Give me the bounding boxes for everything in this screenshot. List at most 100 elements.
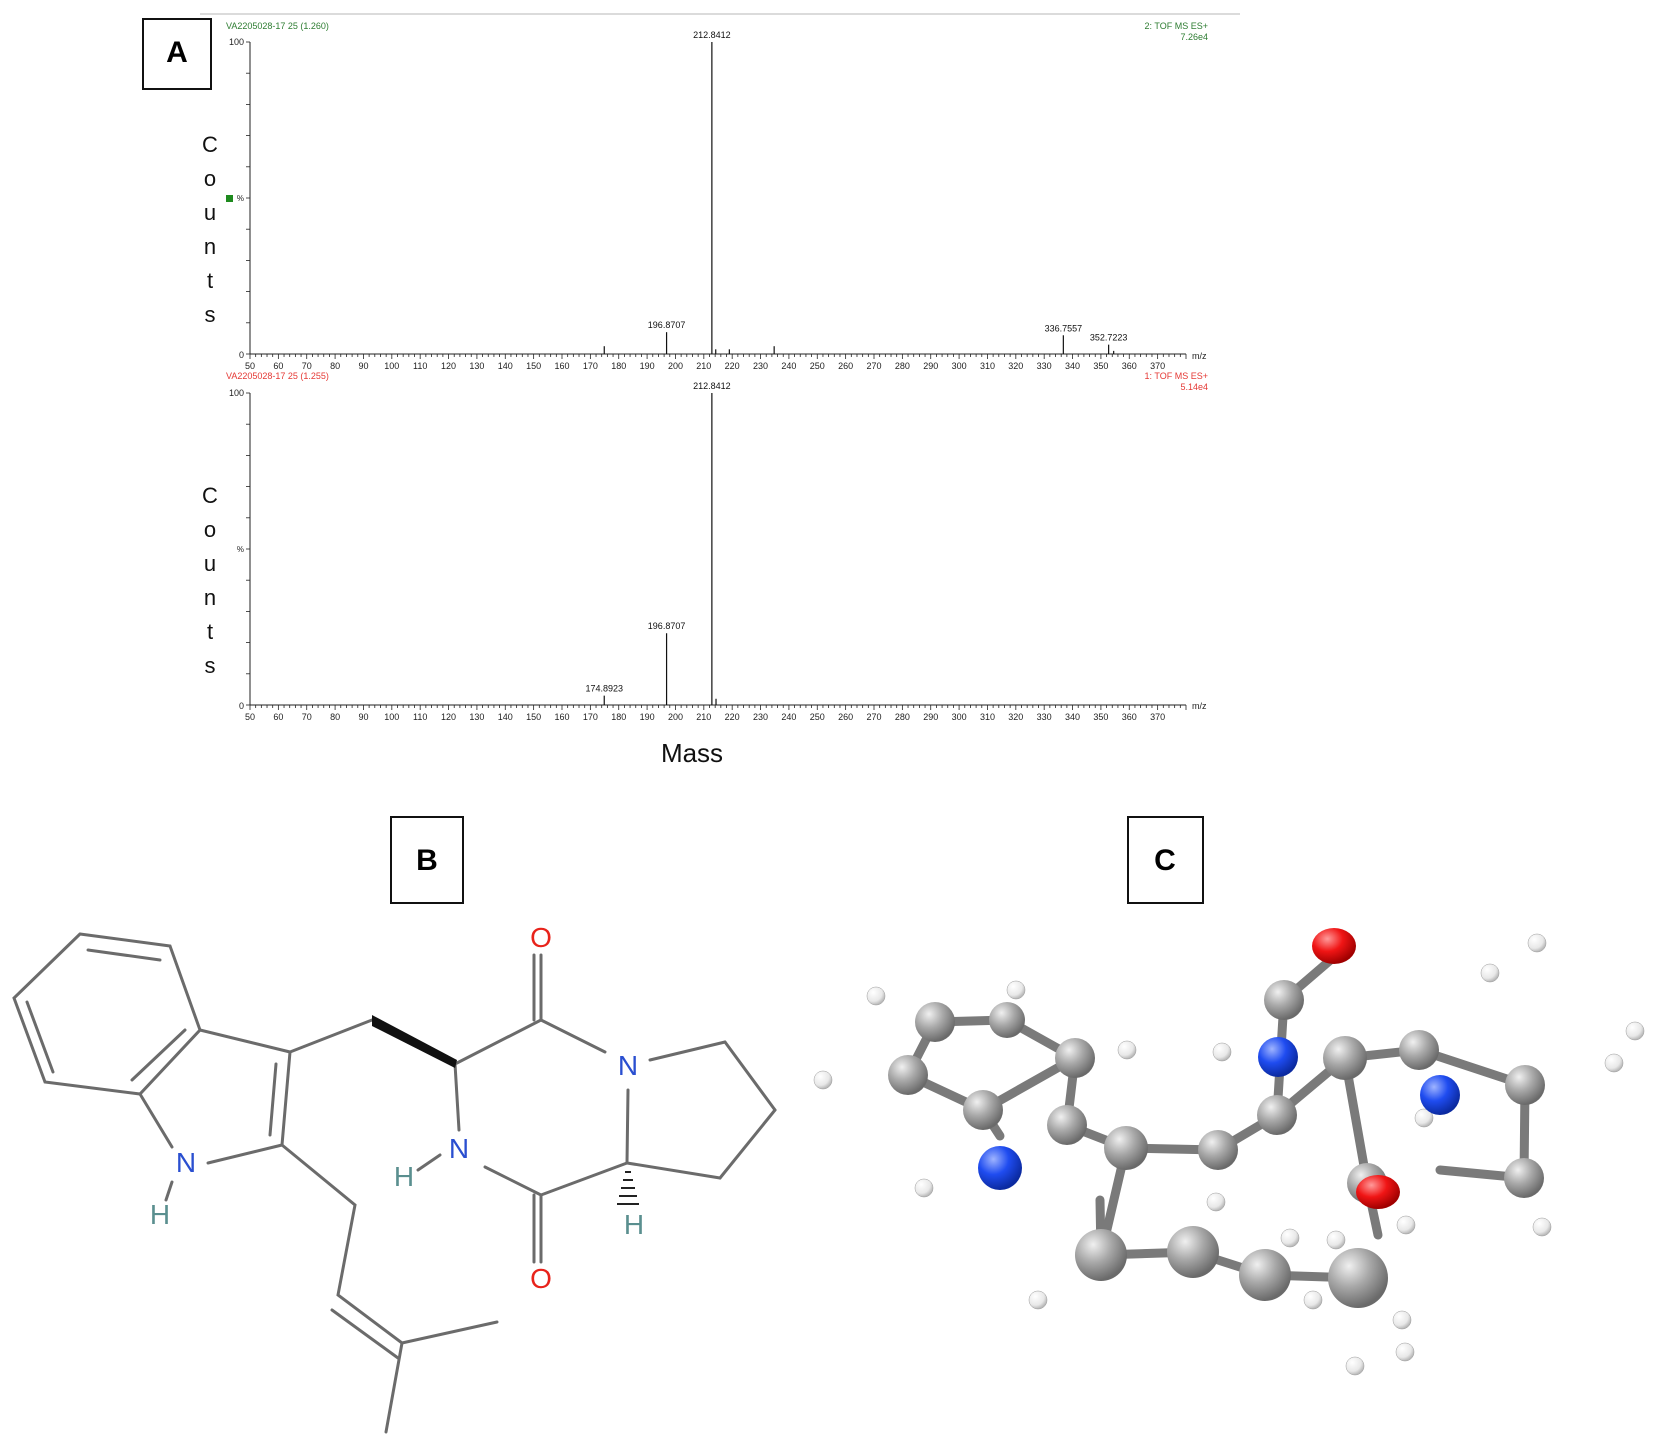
pyrrole-ring [138, 1028, 292, 1165]
spectrum-top-xtick-label: 320 [1008, 361, 1023, 371]
spectrum-bottom-xtick-label: 250 [810, 712, 825, 722]
spectrum-top-xtick-label: 340 [1065, 361, 1080, 371]
panel-b-text: B [416, 844, 438, 877]
panel-a-text: A [166, 36, 188, 69]
spectrum-bottom-xtick-label: 70 [302, 712, 312, 722]
atom-h-stereo: H [624, 1209, 644, 1240]
atom-h-amide: H [394, 1161, 414, 1192]
spectrum-bottom-xtick-label: 120 [441, 712, 456, 722]
carbon-atom [1505, 1065, 1545, 1105]
wedge-bond [372, 1015, 457, 1068]
spectrum-bottom-ytick-100: 100 [229, 388, 244, 398]
hydrogen-atom [813, 1070, 833, 1090]
spectrum-top-ytick-mid: % [237, 194, 244, 203]
carbon-atom [1257, 1095, 1297, 1135]
spectrum-top-xtick-label: 190 [640, 361, 655, 371]
spectrum-top-xtick-label: 280 [895, 361, 910, 371]
spectrum-top-xtick-label: 60 [273, 361, 283, 371]
carbon-atom [1167, 1226, 1219, 1278]
spectrum-bottom: VA2205028-17 25 (1.255) 1: TOF MS ES+ 5.… [202, 371, 1208, 722]
spectrum-top-ylabel-letter: s [205, 302, 216, 327]
spectrum-bottom-xtick-label: 240 [781, 712, 796, 722]
spectrum-top-ytick-100: 100 [229, 37, 244, 47]
structure-2d [12, 932, 777, 1434]
spectrum-top-ylabel-letter: n [204, 234, 216, 259]
spectrum-bottom-peak-label: 196.8707 [648, 621, 686, 631]
spectrum-bottom-xtick-label: 280 [895, 712, 910, 722]
spectrum-top-xtick-label: 130 [469, 361, 484, 371]
hydrogen-atom [1303, 1290, 1323, 1310]
methylene-bond [288, 1018, 374, 1054]
spectrum-bottom-xtick-label: 190 [640, 712, 655, 722]
spectrum-top-xtick-label: 240 [781, 361, 796, 371]
spectrum-top-ylabel-letter: t [207, 268, 213, 293]
hydrogen-atom [1392, 1310, 1412, 1330]
oxygen-atom [1312, 928, 1356, 964]
hydrogen-atom [1117, 1040, 1137, 1060]
spectrum-bottom-xtick-label: 180 [611, 712, 626, 722]
carbon-atom [1504, 1158, 1544, 1198]
spectrum-top-ylabel-letter: o [204, 166, 216, 191]
spectrum-top-xtick-label: 250 [810, 361, 825, 371]
hydrogen-atom [1280, 1228, 1300, 1248]
spectrum-top-xtick-label: 160 [554, 361, 569, 371]
spectrum-bottom-ytick-mid: % [237, 545, 244, 554]
spectrum-bottom-xtick-label: 150 [526, 712, 541, 722]
hashed-bond [617, 1171, 639, 1205]
spectrum-bottom-ylabel-letter: C [202, 483, 218, 508]
spectrum-top-xtick-label: 200 [668, 361, 683, 371]
spectrum-top-xtick-label: 270 [866, 361, 881, 371]
spectrum-bottom-xtick-label: 110 [413, 712, 427, 722]
spectrum-top-xtick-label: 370 [1150, 361, 1165, 371]
spectrum-bottom-xtick-label: 210 [696, 712, 711, 722]
spectrum-top-xlabel: m/z [1192, 351, 1207, 361]
spectrum-bottom-xtick-label: 270 [866, 712, 881, 722]
atom-h-indole: H [150, 1199, 170, 1230]
spectrum-top-peak-label: 212.8412 [693, 30, 731, 40]
hydrogen-atom [866, 986, 886, 1006]
spectrum-top-xtick-label: 300 [952, 361, 967, 371]
hydrogen-atom [1212, 1042, 1232, 1062]
spectrum-top-xtick-label: 210 [696, 361, 711, 371]
spectrum-bottom-ylabel-letter: s [205, 653, 216, 678]
hydrogen-atom [1527, 933, 1547, 953]
carbon-atom [1399, 1030, 1439, 1070]
spectrum-top-xtick-label: 180 [611, 361, 626, 371]
spectrum-bottom-xtick-label: 50 [245, 712, 255, 722]
hydrogen-atom [1206, 1192, 1226, 1212]
carbon-atom [915, 1002, 955, 1042]
spectrum-bottom-xlabel: m/z [1192, 701, 1207, 711]
spectrum-top-peak-label: 336.7557 [1045, 323, 1083, 333]
atom-o-top: O [530, 922, 552, 953]
carbon-atom [989, 1002, 1025, 1038]
benzene-ring [12, 932, 202, 1096]
spectrum-bottom-xtick-label: 100 [384, 712, 399, 722]
hydrogen-atom [1006, 980, 1026, 1000]
carbon-atom [888, 1055, 928, 1095]
spectrum-bottom-xtick-label: 140 [498, 712, 513, 722]
spectrum-top-xtick-label: 120 [441, 361, 456, 371]
spectrum-bottom-peak-label: 212.8412 [693, 381, 731, 391]
common-xlabel: Mass [661, 738, 723, 768]
spectrum-top-xtick-label: 110 [413, 361, 427, 371]
hydrogen-atom [1395, 1342, 1415, 1362]
spectrum-bottom-xtick-label: 310 [980, 712, 995, 722]
nitrogen-atom [1420, 1075, 1460, 1115]
spectrum-bottom-ylabel-letter: u [204, 551, 216, 576]
spectrum-bottom-ylabel-letter: t [207, 619, 213, 644]
spectrum-bottom-xtick-label: 200 [668, 712, 683, 722]
spectrum-bottom-xtick-label: 230 [753, 712, 768, 722]
spectrum-top-xtick-label: 290 [923, 361, 938, 371]
spectrum-top-xtick-label: 150 [526, 361, 541, 371]
spectrum-bottom-ylabel-letter: o [204, 517, 216, 542]
spectrum-top-peak-label: 352.7223 [1090, 333, 1128, 343]
hydrogen-atom [1326, 1230, 1346, 1250]
indole-nh-bond [164, 1180, 174, 1202]
pyrrolidine-ring [625, 1040, 777, 1180]
atom-o-bottom: O [530, 1263, 552, 1294]
spectrum-top-xtick-label: 330 [1037, 361, 1052, 371]
spectrum-top-peak-label: 196.8707 [648, 320, 686, 330]
